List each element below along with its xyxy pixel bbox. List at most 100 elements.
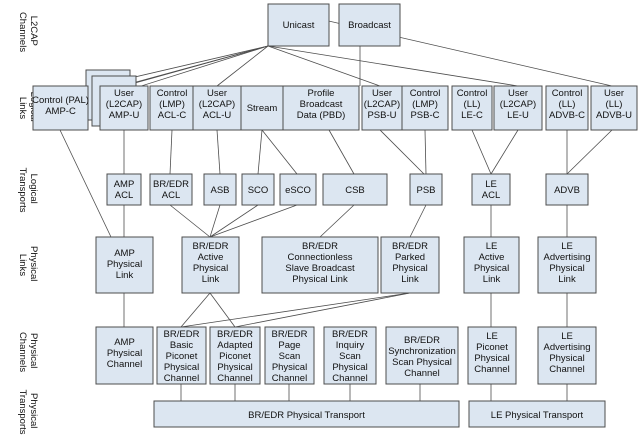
- node-label-line: BR/EDR: [302, 241, 338, 252]
- node-label-line: Parked: [395, 252, 425, 263]
- node-label-line: Physical: [549, 263, 584, 274]
- node-label: Control(LMP)ACL-C: [157, 88, 188, 121]
- node-label-line: Channel: [272, 373, 307, 384]
- node-label-line: Link: [483, 274, 501, 285]
- node-advb-u: User(LL)ADVB-U: [590, 85, 638, 131]
- node-label-line: Broadcast: [300, 99, 343, 110]
- node-label: SCO: [248, 185, 269, 196]
- node-label-line: AMP: [114, 337, 135, 348]
- node-label-line: ADVB-U: [596, 110, 632, 121]
- node-asb: ASB: [203, 173, 237, 206]
- node-label: eSCO: [285, 185, 311, 196]
- node-label-line: (LL): [606, 99, 623, 110]
- node-label-line: PSB-C: [410, 110, 439, 121]
- node-label-line: ADVB: [554, 185, 580, 196]
- node-label: CSB: [345, 185, 365, 196]
- node-stream: Stream: [240, 85, 284, 131]
- node-label-line: LE: [561, 331, 573, 342]
- logical-link-nodes: Control (PAL)AMP-C User(L2CAP)AMP-U Cont…: [32, 69, 638, 131]
- node-label-line: Scan: [339, 351, 361, 362]
- node-label-line: PSB: [416, 185, 435, 196]
- node-label-line: Scan: [279, 351, 301, 362]
- layer-label-logical-transports: Logical Transports: [17, 167, 39, 212]
- node-label-line: Control: [457, 88, 488, 99]
- node-label-line: Basic: [170, 340, 193, 351]
- node-label-line: User: [114, 88, 134, 99]
- node-label-line: AMP-U: [109, 110, 140, 121]
- node-label-line: Broadcast: [348, 20, 391, 31]
- node-label-line: AMP-C: [45, 106, 76, 117]
- node-label-line: Data (PBD): [297, 110, 346, 121]
- node-label-line: Channel: [332, 373, 367, 384]
- node-label-line: LE: [561, 241, 573, 252]
- node-label-line: (LMP): [412, 99, 438, 110]
- node-label-line: User: [207, 88, 227, 99]
- node-label-line: Piconet: [476, 342, 508, 353]
- node-label-line: BR/EDR: [217, 329, 253, 340]
- node-label-line: LE Physical Transport: [491, 410, 584, 421]
- node-label: Control(LL)ADVB-C: [549, 88, 585, 121]
- node-label: Unicast: [283, 20, 315, 31]
- node-label-line: Link: [116, 270, 134, 281]
- node-label-line: ACL-C: [158, 110, 187, 121]
- node-psb-u: User(L2CAP)PSB-U: [361, 85, 403, 131]
- node-label-line: Physical: [107, 348, 142, 359]
- node-label: Control (PAL)AMP-C: [32, 95, 89, 117]
- node-label-line: ACL: [482, 190, 500, 201]
- physical-transport-nodes: BR/EDR Physical Transport LE Physical Tr…: [153, 400, 606, 428]
- node-label-line: (LL): [464, 99, 481, 110]
- node-label-line: Physical: [193, 263, 228, 274]
- node-acl-c: Control(LMP)ACL-C: [149, 85, 195, 131]
- node-le-u: User(L2CAP)LE-U: [493, 85, 543, 131]
- node-label: Control(LMP)PSB-C: [410, 88, 441, 121]
- node-label-line: (LL): [559, 99, 576, 110]
- node-label-line: BR/EDR: [193, 241, 229, 252]
- layer-label-physical-links: Physical Links: [17, 246, 39, 284]
- node-sco: SCO: [241, 173, 275, 206]
- node-label-line: CSB: [345, 185, 365, 196]
- node-advb-c: Control(LL)ADVB-C: [545, 85, 589, 131]
- node-label-line: SCO: [248, 185, 269, 196]
- node-bredr-physical-transport: BR/EDR Physical Transport: [153, 400, 460, 428]
- node-label-line: BR/EDR: [272, 329, 308, 340]
- node-label-line: BR/EDR: [404, 335, 440, 346]
- node-label: PSB: [416, 185, 435, 196]
- node-label-line: Inquiry: [336, 340, 365, 351]
- node-label: Broadcast: [348, 20, 391, 31]
- node-psb: PSB: [409, 173, 443, 206]
- node-label-line: BR/EDR: [392, 241, 428, 252]
- node-label-line: BR/EDR: [164, 329, 200, 340]
- node-label-line: BR/EDR: [332, 329, 368, 340]
- node-label-line: (L2CAP): [106, 99, 142, 110]
- node-label-line: Link: [401, 274, 419, 285]
- node-label-line: Advertising: [544, 342, 591, 353]
- node-label-line: Physical: [217, 362, 252, 373]
- node-unicast: Unicast: [267, 3, 330, 47]
- node-label-line: Channel: [217, 373, 252, 384]
- node-label-line: Physical: [272, 362, 307, 373]
- node-label-line: User: [372, 88, 392, 99]
- node-label-line: (L2CAP): [500, 99, 536, 110]
- node-le-c: Control(LL)LE-C: [451, 85, 493, 131]
- node-label-line: Page: [278, 340, 300, 351]
- node-label-line: Physical: [107, 259, 142, 270]
